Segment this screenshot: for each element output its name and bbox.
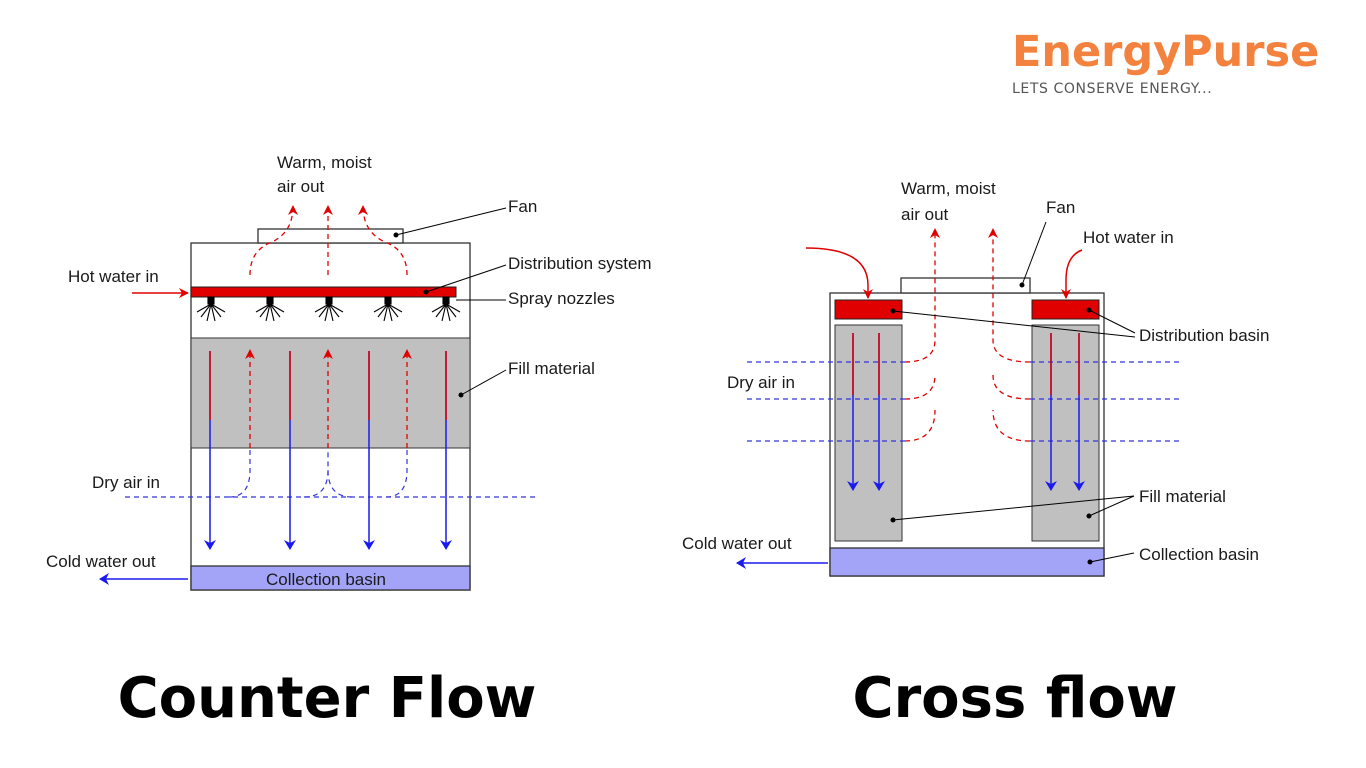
counter-fan xyxy=(257,228,404,244)
cross-fan-label: Fan xyxy=(1046,198,1075,217)
counter-spray-label: Spray nozzles xyxy=(508,289,615,308)
counter-flow-title: Counter Flow xyxy=(118,666,537,731)
brand-name: EnergyPurse xyxy=(1012,27,1319,77)
spray-nozzle xyxy=(431,296,461,322)
counter-dry-air-label: Dry air in xyxy=(92,473,160,492)
spray-nozzle xyxy=(373,296,403,322)
counter-fill-material xyxy=(190,337,471,449)
brand-tagline: LETS CONSERVE ENERGY... xyxy=(1012,81,1212,97)
cross-distribution-label: Distribution basin xyxy=(1139,326,1269,345)
spray-nozzle xyxy=(196,296,226,322)
counter-basin-label: Collection basin xyxy=(266,570,386,589)
cross-cold-water-label: Cold water out xyxy=(682,534,792,553)
cross-fill-right xyxy=(1031,324,1100,542)
cross-fan xyxy=(900,277,1031,294)
cross-hot-water-arrow-right xyxy=(1061,249,1083,299)
counter-distribution-pipe xyxy=(190,286,457,298)
counter-warm-air-label-1: Warm, moist xyxy=(277,153,372,172)
cross-flow-diagram: Warm, moist air out Fan Hot water in Dis… xyxy=(682,179,1269,731)
cross-warm-air-label-1: Warm, moist xyxy=(901,179,996,198)
cross-water-arrows xyxy=(847,333,1085,491)
cross-flow-title: Cross flow xyxy=(852,666,1177,731)
cross-dry-air-lines xyxy=(747,361,1182,442)
cross-fill-label: Fill material xyxy=(1139,487,1226,506)
counter-air-out-arrows xyxy=(249,205,408,276)
counter-air-curves xyxy=(228,448,408,498)
spray-nozzle xyxy=(255,296,285,322)
counter-warm-air-label-2: air out xyxy=(277,177,325,196)
cross-distribution-basin-left xyxy=(834,299,903,320)
counter-water-arrows-top xyxy=(209,351,447,420)
cross-hot-water-label: Hot water in xyxy=(1083,228,1174,247)
spray-nozzle xyxy=(314,296,344,322)
counter-flow-diagram: Collection basin xyxy=(46,153,652,731)
cross-hot-water-arrow-left xyxy=(805,247,873,299)
cross-dry-air-label: Dry air in xyxy=(727,373,795,392)
counter-leader-lines xyxy=(393,207,507,398)
brand-logo: EnergyPurse LETS CONSERVE ENERGY... xyxy=(1012,27,1319,97)
cross-warm-air-arrows xyxy=(904,228,1031,442)
cross-warm-air-label-2: air out xyxy=(901,205,949,224)
cross-leader-lines xyxy=(890,221,1136,565)
counter-fill-label: Fill material xyxy=(508,359,595,378)
cross-collection-basin xyxy=(829,547,1105,577)
cross-distribution-basin-right xyxy=(1031,299,1100,320)
counter-fan-label: Fan xyxy=(508,197,537,216)
cross-fill-left xyxy=(834,324,903,542)
cross-basin-label: Collection basin xyxy=(1139,545,1259,564)
counter-spray-nozzles xyxy=(196,296,461,322)
counter-distribution-label: Distribution system xyxy=(508,254,652,273)
counter-hot-water-label: Hot water in xyxy=(68,267,159,286)
counter-warm-air-arrows xyxy=(245,349,412,448)
counter-collection-basin xyxy=(190,565,471,591)
counter-cold-water-label: Cold water out xyxy=(46,552,156,571)
